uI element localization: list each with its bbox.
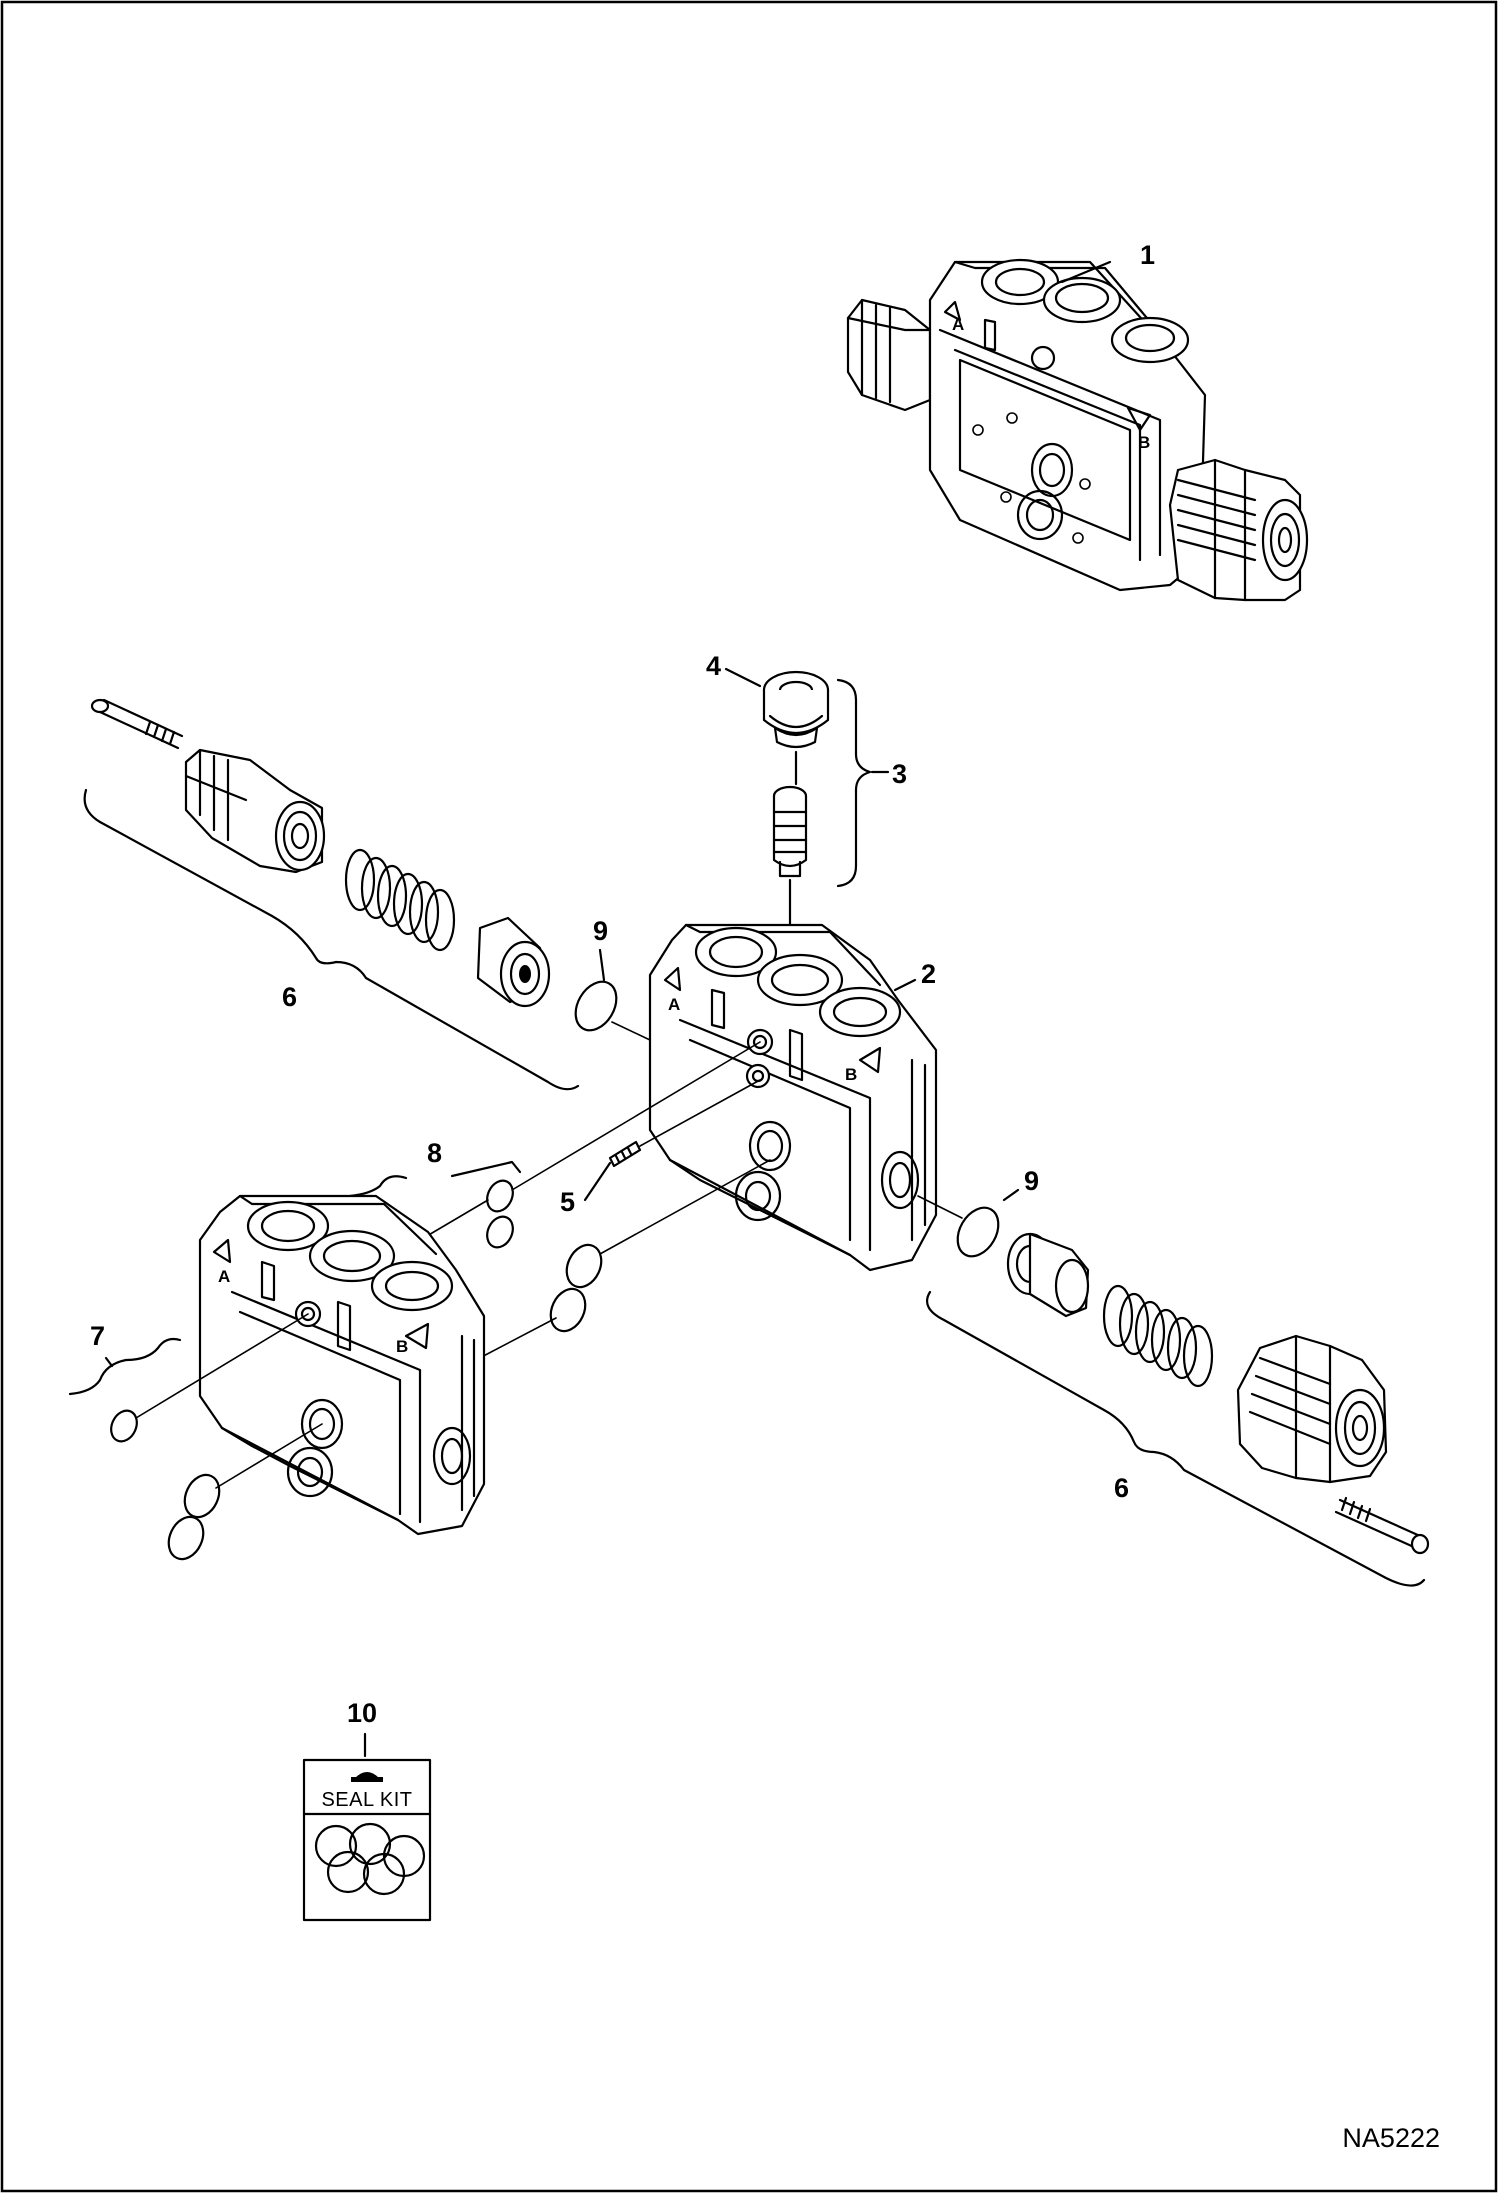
valve-body-lower-left: A B [198, 1194, 486, 1536]
spool-end-kit-left [90, 698, 551, 1008]
port-mark-b-2: B [845, 1065, 857, 1084]
drawing-code: NA5222 [1342, 2123, 1440, 2153]
callout-1: 1 [1140, 240, 1155, 270]
seal-kit-label: SEAL KIT [321, 1789, 412, 1811]
port-mark-a-3: A [218, 1267, 230, 1286]
o-ring-large-b [549, 1287, 587, 1333]
o-ring-item-8-b [486, 1215, 514, 1249]
o-ring-small-a [183, 1473, 221, 1519]
o-ring-item-8-a [486, 1179, 514, 1213]
seal-kit-item-10: SEAL KIT [302, 1758, 432, 1922]
cartridge-item-3 [772, 785, 808, 878]
o-ring-large-a [565, 1243, 603, 1289]
callout-5: 5 [560, 1187, 575, 1217]
bracket-7 [68, 1337, 182, 1396]
valve-body-item-2: A B [648, 923, 938, 1272]
callout-6-right: 6 [1114, 1473, 1129, 1503]
callout-3: 3 [892, 759, 907, 789]
bracket-6-left [83, 788, 580, 1091]
bracket-6-right [926, 1290, 1426, 1587]
o-ring-item-9-right [956, 1206, 1000, 1258]
plug-item-4 [762, 670, 830, 749]
pin-item-5 [608, 1140, 642, 1168]
valve-section-assembly: A B [846, 258, 1309, 602]
callout-7: 7 [90, 1321, 105, 1351]
o-ring-small-b [167, 1515, 205, 1561]
port-mark-b: B [1138, 433, 1150, 452]
callout-9-left: 9 [593, 916, 608, 946]
port-mark-b-3: B [396, 1337, 408, 1356]
o-ring-item-9-left [574, 980, 618, 1032]
o-ring-item-7 [110, 1409, 138, 1443]
callout-2: 2 [921, 959, 936, 989]
spool-end-kit-right [1006, 1232, 1430, 1555]
callout-8: 8 [427, 1138, 442, 1168]
port-mark-a: A [952, 315, 964, 334]
callout-9-right: 9 [1024, 1166, 1039, 1196]
callout-6-left: 6 [282, 982, 297, 1012]
callout-10: 10 [347, 1698, 377, 1728]
bracket-3 [836, 678, 872, 888]
callout-4: 4 [706, 651, 721, 681]
port-mark-a-2: A [668, 995, 680, 1014]
